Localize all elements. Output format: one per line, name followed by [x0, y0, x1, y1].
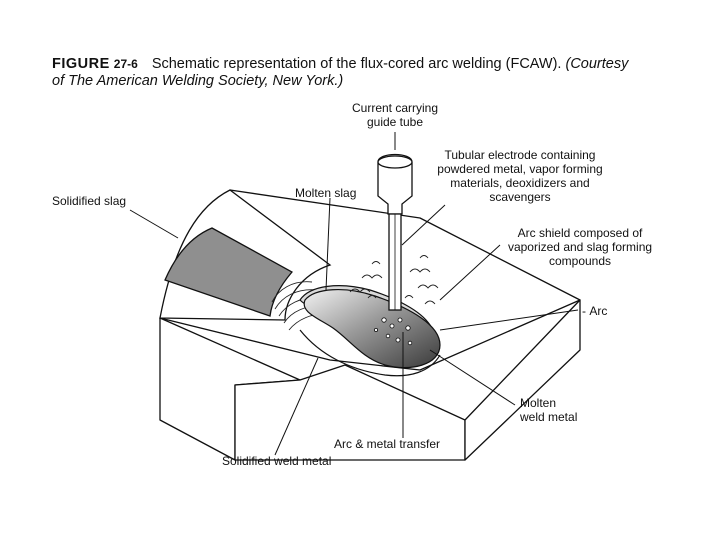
figure-number: 27-6 — [113, 57, 138, 71]
leader-lines — [129, 132, 579, 456]
workpiece-right-face — [464, 299, 581, 461]
figure-title: Schematic representation of the flux-cor… — [151, 56, 562, 72]
figure-courtesy-1: (Courtesy — [565, 56, 629, 72]
weld-pool — [299, 285, 441, 377]
label-tubular-line3: materials, deoxidizers and — [450, 176, 590, 190]
leader-solidified-weld — [274, 357, 319, 456]
label-guide-tube-line2: guide tube — [366, 115, 424, 129]
metal-droplets — [373, 317, 413, 346]
label-tubular-line2: powdered metal, vapor forming — [437, 162, 603, 176]
label-arc-shield: Arc shield composed of vaporized and sla… — [480, 226, 680, 268]
leader-tubular — [401, 204, 446, 246]
electrode-assembly — [377, 153, 413, 311]
label-molten-weld-line1: Molten — [520, 396, 557, 410]
label-arc-metal-transfer: Arc & metal transfer — [334, 437, 441, 451]
label-arc-shield-line2: vaporized and slag forming — [507, 240, 653, 254]
label-guide-tube: Current carrying guide tube — [320, 101, 470, 129]
label-tubular-line4: scavengers — [489, 190, 551, 204]
label-molten-weld-line2: weld metal — [520, 410, 578, 424]
leader-arc — [439, 309, 579, 331]
label-arc-text: Arc — [589, 304, 608, 318]
label-solidified-slag: Solidified slag — [52, 194, 127, 208]
figure-courtesy-2: of The American Welding Society, New Yor… — [52, 73, 344, 89]
label-guide-tube-line1: Current carrying — [351, 101, 439, 115]
leader-arc-shield — [439, 244, 501, 301]
label-solidified-weld-metal: Solidified weld metal — [222, 454, 332, 468]
label-molten-slag: Molten slag — [295, 186, 357, 200]
pool-rim — [299, 329, 441, 377]
label-tubular-line1: Tubular electrode containing — [444, 148, 596, 162]
figure-label: FIGURE — [52, 56, 110, 72]
label-arc: - Arc — [582, 304, 608, 318]
label-molten-weld-metal: Molten weld metal — [520, 396, 577, 424]
label-arc-shield-line1: Arc shield composed of — [517, 226, 643, 240]
label-tubular-electrode: Tubular electrode containing powdered me… — [420, 148, 620, 204]
leader-molten-slag — [325, 197, 331, 291]
arc-shield-cloud — [349, 255, 439, 305]
weld-bead — [159, 189, 333, 331]
label-arc-shield-line3: compounds — [548, 254, 612, 268]
guide-tube-top — [377, 155, 413, 169]
leader-solidified-slag — [129, 209, 179, 239]
solidified-slag-band — [164, 227, 294, 317]
leader-molten-weld — [429, 349, 516, 406]
molten-weld-metal — [303, 289, 441, 369]
